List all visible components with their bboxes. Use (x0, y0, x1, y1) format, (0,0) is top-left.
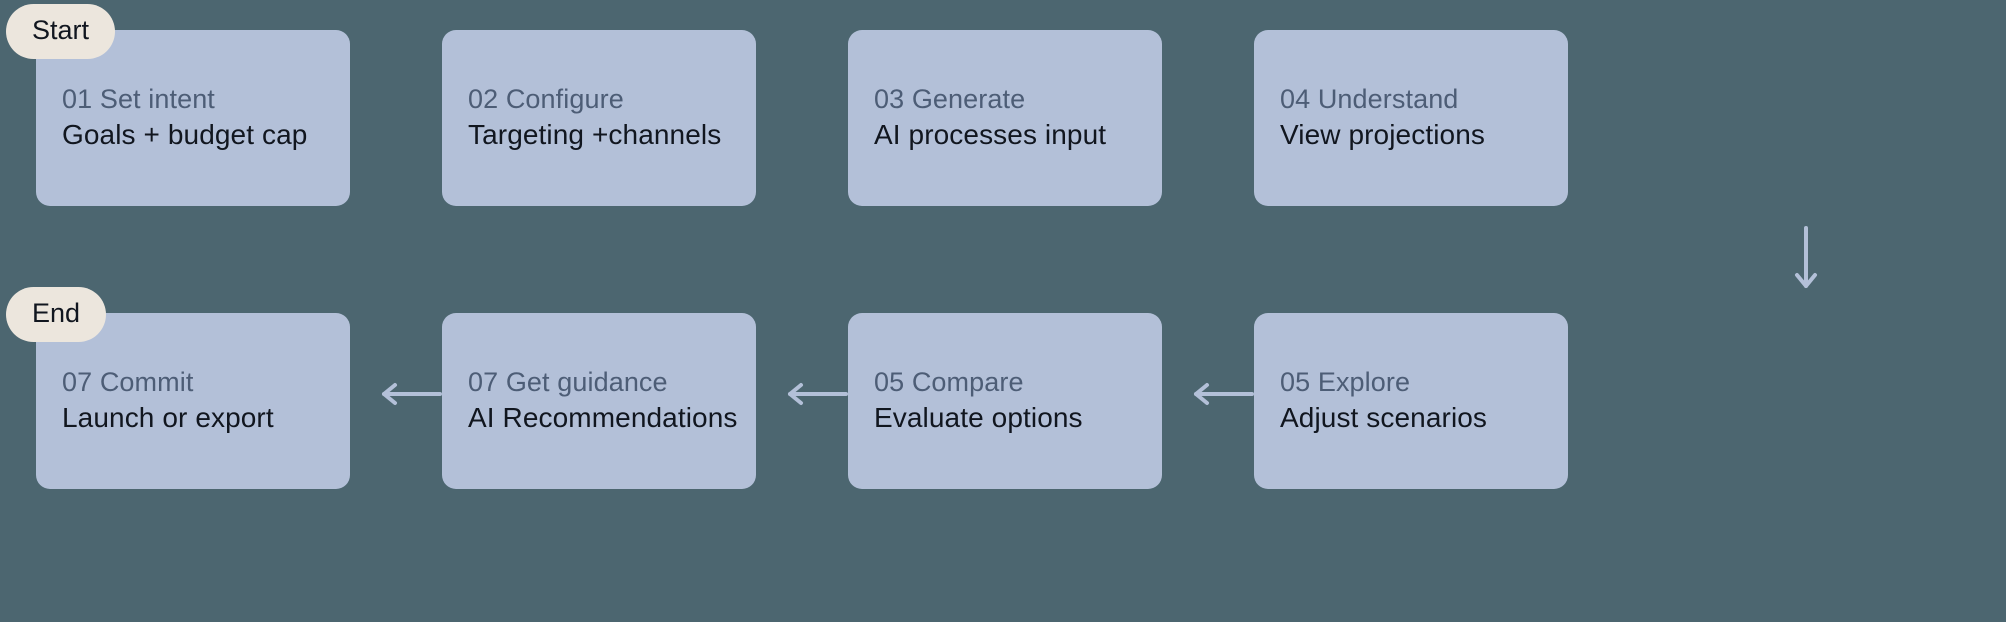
flow-node-07-commit[interactable]: 07 Commit Launch or export (36, 313, 350, 489)
node-title: 05 Explore (1280, 366, 1411, 397)
start-badge: Start (6, 4, 116, 59)
arrow-node5-to-node6 (1186, 382, 1254, 406)
node-title: 07 Get guidance (468, 366, 668, 397)
node-subtitle: AI processes input (874, 119, 1107, 151)
node-subtitle: View projections (1280, 119, 1485, 151)
flow-node-07-get-guidance[interactable]: 07 Get guidance AI Recommendations (442, 313, 756, 489)
arrow-node6-to-node7 (780, 382, 848, 406)
node-subtitle: Launch or export (62, 402, 274, 434)
arrow-node7-to-node8 (374, 382, 442, 406)
node-subtitle: Targeting +channels (468, 119, 722, 151)
flow-node-01-set-intent[interactable]: 01 Set intent Goals + budget cap (36, 30, 350, 206)
flow-node-05-compare[interactable]: 05 Compare Evaluate options (848, 313, 1162, 489)
node-title: 05 Compare (874, 366, 1024, 397)
flow-node-05-explore[interactable]: 05 Explore Adjust scenarios (1254, 313, 1568, 489)
node-title: 07 Commit (62, 366, 194, 397)
node-subtitle: Adjust scenarios (1280, 402, 1488, 434)
node-title: 01 Set intent (62, 83, 215, 114)
node-title: 04 Understand (1280, 83, 1459, 114)
flow-node-03-generate[interactable]: 03 Generate AI processes input (848, 30, 1162, 206)
end-badge: End (6, 287, 107, 342)
node-title: 02 Configure (468, 83, 624, 114)
node-subtitle: Goals + budget cap (62, 119, 308, 151)
node-title: 03 Generate (874, 83, 1026, 114)
flow-node-02-configure[interactable]: 02 Configure Targeting +channels (442, 30, 756, 206)
flow-node-04-understand[interactable]: 04 Understand View projections (1254, 30, 1568, 206)
arrow-node4-to-node5 (1793, 226, 1819, 296)
node-subtitle: AI Recommendations (468, 402, 738, 434)
node-subtitle: Evaluate options (874, 402, 1083, 434)
